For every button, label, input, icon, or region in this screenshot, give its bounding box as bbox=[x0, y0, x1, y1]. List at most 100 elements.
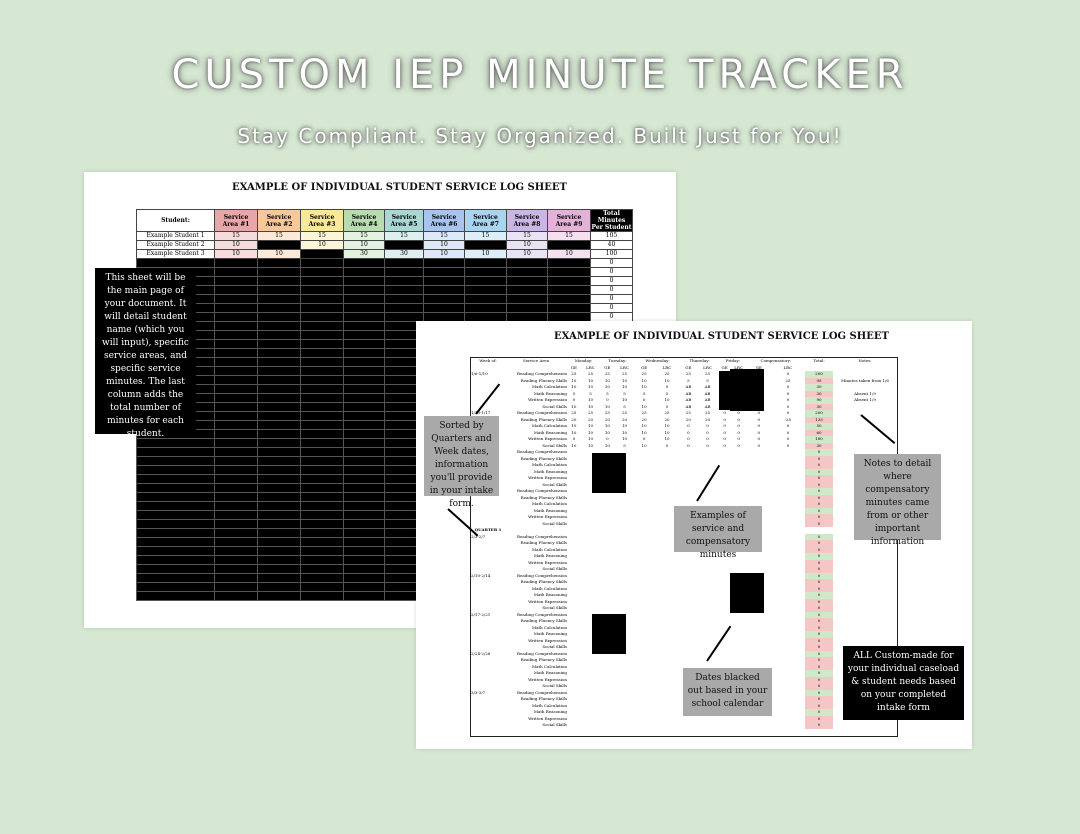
sub-header-ge: GE bbox=[685, 364, 692, 370]
service-area: Social Skills bbox=[542, 644, 567, 649]
service-area: Math Calculation bbox=[531, 663, 567, 669]
service-area: Math Reasoning bbox=[533, 709, 567, 714]
blank-cell bbox=[257, 303, 301, 313]
value-cell bbox=[600, 722, 614, 729]
table-cell bbox=[547, 240, 591, 250]
blank-cell bbox=[257, 519, 301, 529]
blank-cell bbox=[257, 573, 301, 583]
blank-cell bbox=[257, 402, 301, 412]
blank-cell bbox=[300, 492, 344, 502]
blank-cell bbox=[214, 375, 258, 385]
value-cell: AB bbox=[704, 390, 711, 396]
blank-cell bbox=[214, 339, 258, 349]
blank-cell bbox=[136, 483, 215, 493]
service-area: Reading Fluency Skills bbox=[520, 696, 567, 701]
total-cell: 90 bbox=[805, 397, 833, 404]
value-cell: 10 bbox=[604, 429, 610, 435]
table-row: 0 bbox=[136, 267, 633, 277]
blank-cell bbox=[257, 375, 301, 385]
blank-cell bbox=[423, 276, 465, 286]
value-cell: 25 bbox=[641, 371, 647, 376]
total-cell: 50 bbox=[805, 423, 833, 430]
blank-cell bbox=[214, 411, 258, 421]
value-cell: 0 bbox=[737, 436, 740, 441]
value-cell: 10 bbox=[571, 384, 577, 389]
blank-cell bbox=[343, 357, 385, 367]
service-area: Social Skills bbox=[542, 722, 567, 727]
blank-cell bbox=[214, 312, 258, 322]
blank-cell bbox=[423, 267, 465, 277]
total-cell: 0 bbox=[805, 592, 833, 599]
value-cell: 0 bbox=[786, 442, 790, 448]
summary-sheet-title: EXAMPLE OF INDIVIDUAL STUDENT SERVICE LO… bbox=[232, 182, 567, 193]
value-cell: 0 bbox=[786, 403, 790, 409]
blank-cell bbox=[214, 501, 258, 511]
value-cell: -25 bbox=[784, 416, 792, 422]
blank-cell bbox=[214, 465, 258, 475]
table-cell: 10 bbox=[423, 240, 465, 250]
value-cell: 0 bbox=[687, 429, 690, 435]
total-cell: 0 bbox=[805, 605, 833, 612]
blank-cell bbox=[300, 546, 344, 556]
service-area: Math Calculation bbox=[531, 702, 567, 708]
service-area-header: Service Area #7 bbox=[464, 209, 507, 232]
value-cell: 10 bbox=[571, 429, 577, 435]
total-cell: 0 bbox=[805, 631, 833, 638]
day-header: Compensatory: bbox=[760, 358, 792, 363]
value-cell: 20 bbox=[641, 416, 647, 422]
blank-cell bbox=[136, 456, 215, 466]
blank-cell bbox=[343, 402, 385, 412]
blank-cell bbox=[464, 267, 507, 277]
blank-cell bbox=[257, 564, 301, 574]
service-area: Math Reasoning bbox=[533, 507, 567, 513]
blank-cell bbox=[257, 285, 301, 295]
total-cell: 0 bbox=[805, 702, 833, 709]
blank-cell bbox=[300, 402, 344, 412]
total-cell: 0 bbox=[805, 481, 833, 488]
blank-cell bbox=[257, 537, 301, 547]
total-cell: 0 bbox=[805, 676, 833, 683]
service-area-header: Service Area #9 bbox=[547, 209, 591, 232]
blank-cell bbox=[300, 303, 344, 313]
value-cell: 25 bbox=[685, 410, 691, 415]
blank-cell bbox=[300, 528, 344, 538]
blank-cell bbox=[343, 429, 385, 439]
total-cell: 0 bbox=[805, 546, 833, 553]
sub-header-lrc: LRC bbox=[783, 364, 793, 370]
blank-cell bbox=[300, 357, 344, 367]
blank-cell bbox=[464, 285, 507, 295]
service-area: Math Reasoning bbox=[533, 429, 567, 435]
custom-callout: ALL Custom-made for your individual case… bbox=[843, 646, 964, 720]
service-area: Reading Comprehension bbox=[517, 533, 567, 539]
blank-cell bbox=[300, 447, 344, 457]
blackout-block bbox=[592, 614, 626, 654]
value-cell: 10 bbox=[587, 429, 594, 435]
total-cell: 95 bbox=[805, 377, 833, 384]
value-cell: 10 bbox=[622, 423, 628, 428]
table-cell: 10 bbox=[257, 249, 301, 259]
blank-cell bbox=[343, 411, 385, 421]
blank-cell bbox=[214, 321, 258, 331]
value-cell: 10 bbox=[664, 436, 670, 441]
blank-cell bbox=[136, 519, 215, 529]
value-cell: 0 bbox=[786, 429, 790, 435]
total-cell: 0 bbox=[805, 559, 833, 566]
blank-cell bbox=[343, 438, 385, 448]
blank-cell bbox=[257, 420, 301, 430]
total-cell: 0 bbox=[805, 455, 833, 462]
blank-cell bbox=[300, 411, 344, 421]
value-cell bbox=[730, 722, 746, 729]
table-row: Math Calculation 0 bbox=[471, 702, 897, 709]
week-label: 2/24-2/28 bbox=[471, 650, 491, 656]
service-area: Written Expression bbox=[528, 397, 567, 402]
service-area: Written Expression bbox=[528, 436, 567, 441]
blank-cell bbox=[464, 294, 507, 304]
blank-cell bbox=[214, 393, 258, 403]
